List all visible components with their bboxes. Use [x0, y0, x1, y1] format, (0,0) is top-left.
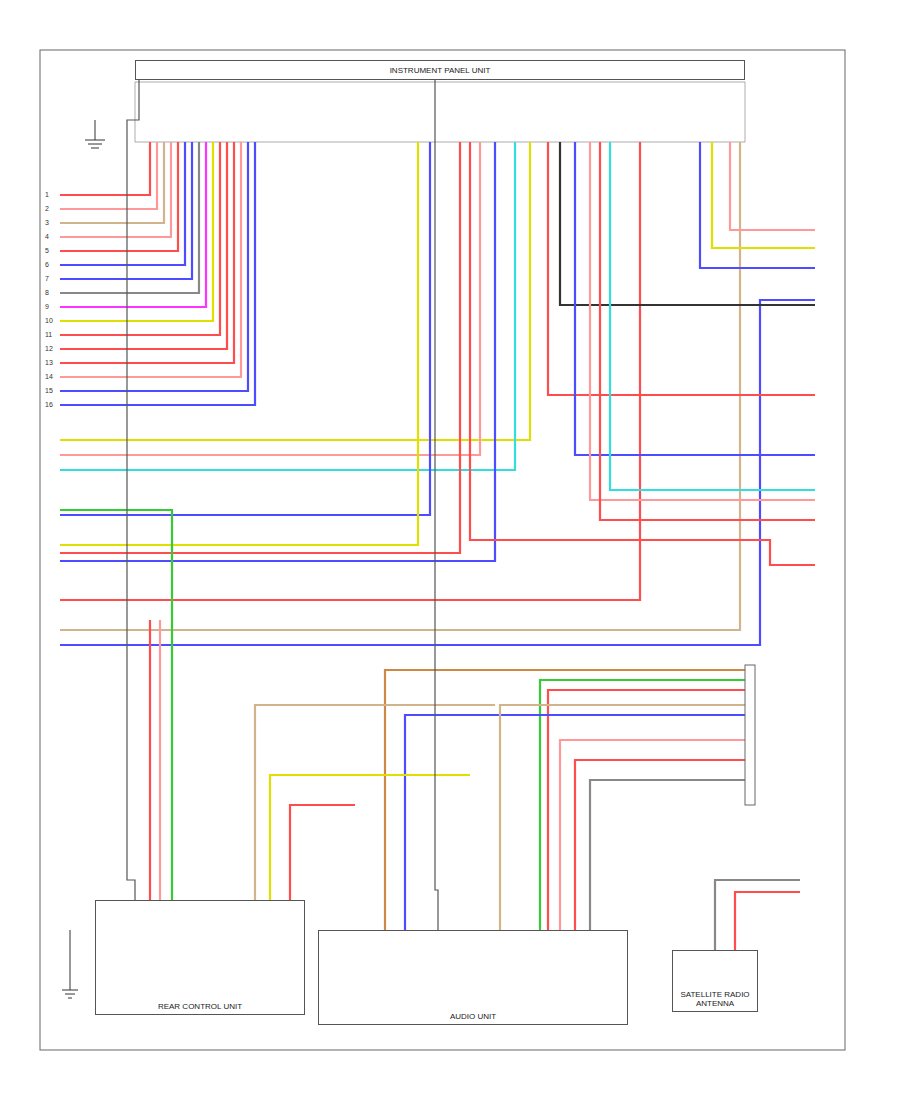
pin-number: 14 — [44, 372, 54, 381]
pin-number: 3 — [44, 218, 50, 227]
pin-number: 2 — [44, 204, 50, 213]
pin-number: 8 — [44, 288, 50, 297]
pin-number: 15 — [44, 386, 54, 395]
node-label: INSTRUMENT PANEL UNIT — [136, 63, 744, 78]
unit-header: INSTRUMENT PANEL UNIT — [135, 60, 745, 80]
node-label: AUDIO UNIT — [319, 1009, 627, 1024]
pin-number: 12 — [44, 344, 54, 353]
pin-number: 7 — [44, 274, 50, 283]
pin-number: 16 — [44, 400, 54, 409]
pin-number: 6 — [44, 260, 50, 269]
pin-number: 9 — [44, 302, 50, 311]
pin-number: 10 — [44, 316, 54, 325]
control-unit-box: REAR CONTROL UNIT — [95, 900, 305, 1015]
antenna-box: SATELLITE RADIO ANTENNA — [672, 950, 758, 1012]
pin-number: 4 — [44, 232, 50, 241]
node-label: SATELLITE RADIO ANTENNA — [673, 987, 757, 1011]
pin-number: 13 — [44, 358, 54, 367]
harness-connector — [435, 80, 438, 930]
audio-unit-box: AUDIO UNIT — [318, 930, 628, 1025]
pin-number: 5 — [44, 246, 50, 255]
pin-number: 11 — [44, 330, 53, 339]
node-label: REAR CONTROL UNIT — [96, 999, 304, 1014]
harness-connector — [127, 80, 139, 900]
pin-number: 1 — [44, 190, 50, 199]
